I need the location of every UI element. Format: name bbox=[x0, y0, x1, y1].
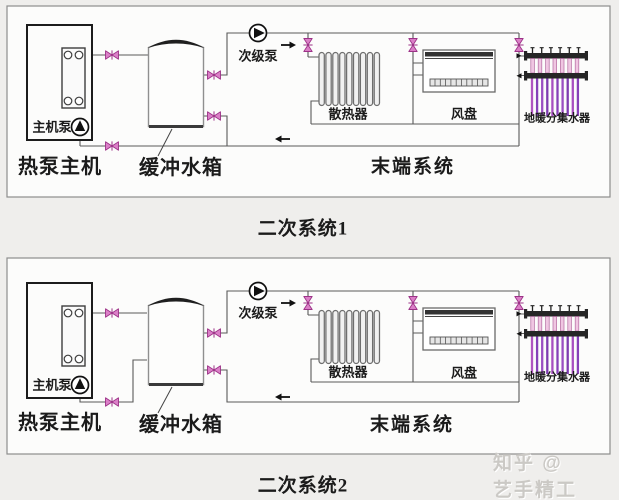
secondary-pump-icon bbox=[248, 281, 268, 301]
label-main-pump: 主机泵 bbox=[32, 119, 72, 135]
valve-icon bbox=[207, 69, 221, 81]
radiator bbox=[318, 309, 381, 365]
radiator bbox=[318, 51, 381, 107]
caption-secondary-system-1: 二次系统1 bbox=[257, 218, 349, 240]
label-terminal-system: 末端系统 bbox=[369, 414, 455, 436]
label-radiator: 散热器 bbox=[328, 106, 368, 122]
valve-icon bbox=[302, 296, 314, 310]
diagram-secondary-system-2 bbox=[6, 257, 611, 455]
label-buffer-tank: 缓冲水箱 bbox=[139, 157, 223, 179]
buffer-tank bbox=[146, 296, 206, 386]
label-floor-manifold: 地暖分集水器 bbox=[524, 112, 590, 125]
valve-icon bbox=[513, 38, 525, 52]
valve-icon bbox=[207, 110, 221, 122]
watermark: 知乎 @艺手精工 bbox=[493, 453, 578, 500]
valve-icon bbox=[407, 296, 419, 310]
valve-icon bbox=[105, 307, 119, 319]
valve-icon bbox=[513, 296, 525, 310]
buffer-tank bbox=[146, 38, 206, 128]
valve-icon bbox=[302, 38, 314, 52]
valve-icon bbox=[105, 140, 119, 152]
tank-label-pointer bbox=[157, 386, 173, 414]
label-heat-pump-unit: 热泵主机 bbox=[18, 156, 102, 178]
label-terminal-system: 末端系统 bbox=[370, 156, 456, 178]
fan-coil bbox=[422, 49, 496, 93]
label-heat-pump-unit: 热泵主机 bbox=[18, 412, 102, 434]
label-fan-coil: 风盘 bbox=[450, 106, 478, 122]
label-radiator: 散热器 bbox=[328, 364, 368, 380]
caption-secondary-system-2: 二次系统2 bbox=[257, 475, 349, 497]
diagram-secondary-system-1 bbox=[6, 5, 611, 198]
fan-coil bbox=[422, 307, 496, 351]
heat-exchanger-icon bbox=[61, 305, 86, 367]
label-buffer-tank: 缓冲水箱 bbox=[139, 414, 223, 436]
label-secondary-pump: 次级泵 bbox=[238, 305, 278, 321]
heat-exchanger-icon bbox=[61, 47, 86, 109]
label-secondary-pump: 次级泵 bbox=[238, 48, 278, 64]
main-pump-icon bbox=[70, 375, 90, 395]
valve-icon bbox=[207, 364, 221, 376]
valve-icon bbox=[105, 49, 119, 61]
main-pump-icon bbox=[70, 117, 90, 137]
valve-icon bbox=[105, 396, 119, 408]
valve-icon bbox=[207, 327, 221, 339]
label-main-pump: 主机泵 bbox=[32, 377, 72, 393]
label-fan-coil: 风盘 bbox=[450, 365, 478, 381]
valve-icon bbox=[407, 38, 419, 52]
tank-label-pointer bbox=[157, 128, 173, 157]
label-floor-manifold: 地暖分集水器 bbox=[524, 371, 590, 384]
secondary-pump-icon bbox=[248, 23, 268, 43]
